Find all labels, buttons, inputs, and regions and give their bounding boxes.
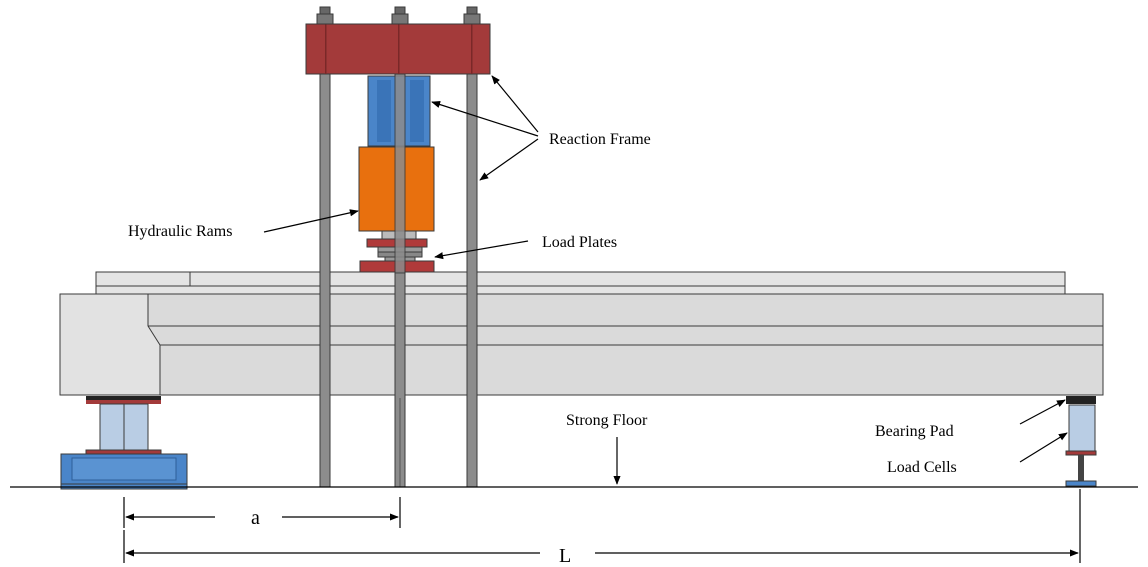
reaction-frame-arrow-3: [479, 138, 539, 181]
strong-floor-label: Strong Floor: [566, 412, 648, 429]
nut-center: [391, 13, 409, 25]
right-load-cell: [1068, 404, 1096, 452]
dimension-L: [123, 489, 1081, 563]
dimension-a-label: a: [251, 507, 260, 529]
girder-end-block: [59, 293, 161, 396]
nut-left: [316, 13, 334, 25]
right-bearing-pad: [1066, 396, 1096, 404]
dimension-L-label: L: [559, 545, 571, 567]
bearing-pad-label: Bearing Pad: [875, 423, 954, 440]
load-plates-arrow: [434, 240, 529, 260]
hydraulic-ram-assembly: [358, 72, 435, 274]
left-support: [60, 396, 188, 490]
girder: [59, 271, 1104, 396]
dimension-a: [123, 497, 401, 528]
leader-arrows: [263, 75, 1068, 485]
rod-right: [466, 72, 478, 488]
reaction-frame-arrow-2: [491, 75, 539, 133]
hydraulic-rams-arrow: [263, 209, 359, 233]
load-cells-label: Load Cells: [887, 459, 957, 476]
right-support: [1065, 396, 1097, 487]
nut-right: [463, 13, 481, 25]
load-cells-arrow: [1019, 432, 1068, 463]
hydraulic-rams-label: Hydraulic Rams: [128, 223, 232, 240]
reaction-frame-label: Reaction Frame: [549, 131, 651, 148]
rod-left: [319, 72, 331, 488]
reaction-beam: [305, 6, 491, 75]
bearing-pad-arrow: [1019, 399, 1066, 425]
reaction-frame-arrow-1: [431, 101, 539, 137]
girder-deck: [95, 271, 1066, 295]
load-plates-label: Load Plates: [542, 234, 617, 251]
